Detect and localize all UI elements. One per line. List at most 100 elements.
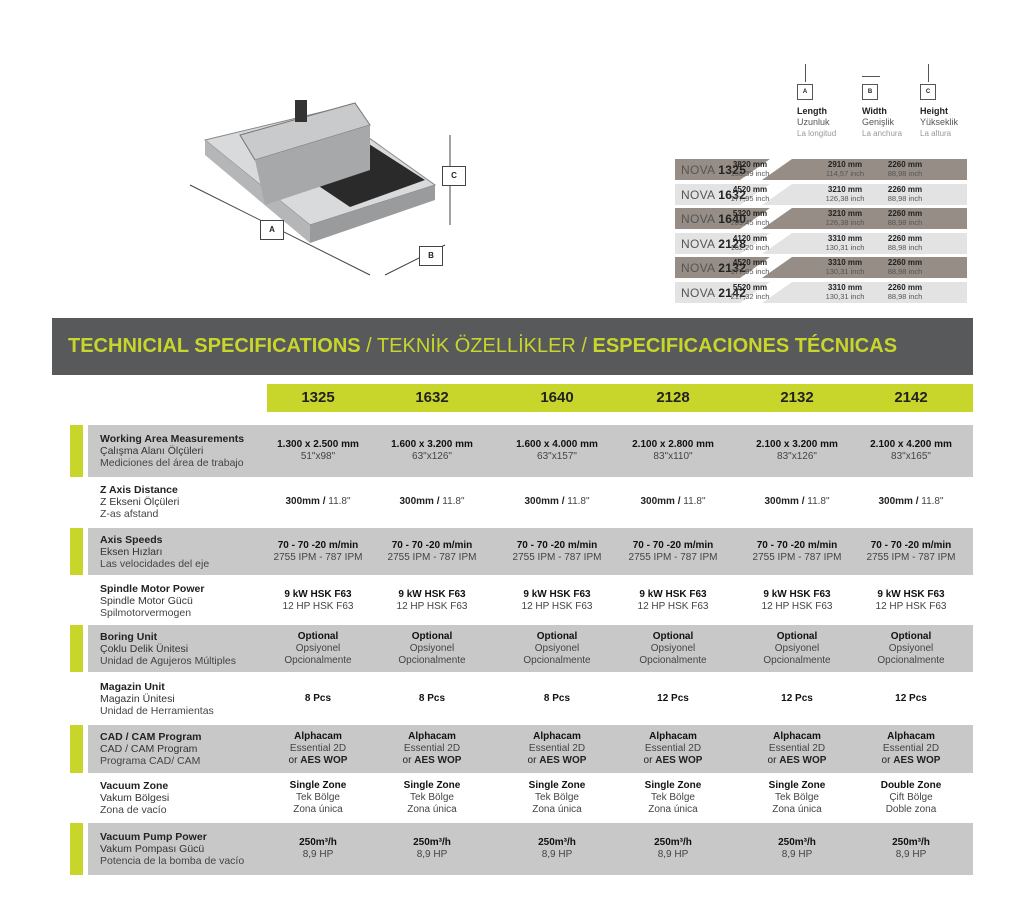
spec-value-line: Opcionalmente xyxy=(398,654,466,666)
spec-value-line: 9 kW HSK F63 xyxy=(284,588,352,600)
spec-label-line: Potencia de la bomba de vacío xyxy=(100,855,245,867)
model-header-2128: 2128 xyxy=(656,389,690,406)
dimension-label-a: A xyxy=(260,220,284,240)
spec-label-line: Z Ekseni Ölçüleri xyxy=(100,496,180,508)
spec-value-line: Single Zone xyxy=(403,780,461,791)
spec-value-line: 8,9 HP xyxy=(541,849,573,860)
spec-value-line: 12 Pcs xyxy=(781,692,813,704)
dimension-name-en: Width xyxy=(862,106,887,116)
spec-value-main: AES WOP xyxy=(539,755,587,766)
dimension-name-tr: Genişlik xyxy=(862,117,895,127)
spec-value-line: 51"x98" xyxy=(300,451,336,462)
model-number: 1325 xyxy=(718,163,747,177)
spec-value-line: Single Zone xyxy=(528,780,586,791)
spec-value-line: Optional xyxy=(297,630,339,642)
spec-label-line: Spilmotorvermogen xyxy=(100,606,192,619)
spec-value-sub: 11.8" xyxy=(918,496,944,507)
spec-value-line: Essential 2D xyxy=(644,743,702,754)
spec-value-line: Single Zone xyxy=(289,780,347,791)
spec-value: 12 Pcs xyxy=(737,693,857,705)
spec-value: 8 Pcs xyxy=(258,693,378,705)
spec-value-line: Opsiyonel xyxy=(888,642,934,654)
spec-value: 300mm / 11.8" xyxy=(737,496,857,508)
spec-value-line: 8 Pcs xyxy=(543,692,571,704)
spec-value-main: AES WOP xyxy=(655,755,703,766)
value-inch: 126,38 inch xyxy=(825,193,865,203)
spec-value-line: 70 - 70 -20 m/min xyxy=(632,539,714,551)
spec-label-line: Unidad de Agujeros Múltiples xyxy=(100,654,236,667)
spec-value: 300mm / 11.8" xyxy=(497,496,617,508)
value-inch: 126,38 inch xyxy=(825,218,865,227)
value-inch: 88,98 inch xyxy=(887,242,923,252)
spec-label-line: Programa CAD/ CAM xyxy=(100,755,201,767)
spec-value-line: Doble zona xyxy=(885,804,937,815)
model-prefix: NOVA xyxy=(681,261,715,275)
spec-value-line: Tek Bölge xyxy=(535,792,579,803)
spec-value-sub: 11.8" xyxy=(325,496,351,507)
value-inch: 88,98 inch xyxy=(887,291,923,301)
spec-value-line: Essential 2D xyxy=(768,743,826,754)
spec-value-line: 63"x126" xyxy=(412,451,452,462)
spec-value-main: 300mm / xyxy=(285,496,326,507)
spec-value-line: 9 kW HSK F63 xyxy=(877,588,945,600)
spec-value-line: Çift Bölge xyxy=(889,792,933,803)
spec-value-line: 12 Pcs xyxy=(895,692,927,704)
dimension-label-b: B xyxy=(419,246,443,266)
model-number: 2132 xyxy=(718,261,747,275)
value-inch: 150,39 inch xyxy=(730,169,770,178)
spec-value-line: Essential 2D xyxy=(403,743,461,754)
spec-value-line: 70 - 70 -20 m/min xyxy=(516,539,598,551)
spec-value-line: 9 kW HSK F63 xyxy=(398,588,466,600)
dimension-letter: A xyxy=(797,84,813,100)
model-prefix: NOVA xyxy=(681,212,715,226)
spec-value-line: Essential 2D xyxy=(528,743,586,754)
value-inch: 88,98 inch xyxy=(887,169,923,178)
spec-label-line: Unidad de Herramientas xyxy=(100,704,214,717)
spec-value-main: 300mm / xyxy=(524,496,565,507)
spec-value-line: 12 HP HSK F63 xyxy=(761,600,833,612)
spec-value-line: Single Zone xyxy=(644,780,702,791)
spec-value-line: 300mm / 11.8" xyxy=(258,496,378,508)
spec-label-line: Boring Unit xyxy=(100,630,158,643)
spec-value-line: 83"x126" xyxy=(777,451,817,462)
spec-value-line: Opcionalmente xyxy=(523,654,591,666)
spec-value-sub: 11.8" xyxy=(804,496,830,507)
horizontal-arrow-icon xyxy=(862,62,932,84)
spec-label-line: Las velocidades del eje xyxy=(100,557,210,570)
spec-value-line: or AES WOP xyxy=(402,755,462,766)
spec-value-line: Essential 2D xyxy=(289,743,347,754)
accent-bar xyxy=(70,528,83,575)
spec-value-line: 8,9 HP xyxy=(895,849,927,860)
spec-value-line: Optional xyxy=(411,630,453,642)
spec-value-line: 300mm / 11.8" xyxy=(372,496,492,508)
value-inch: 88,98 inch xyxy=(887,267,923,276)
value-inch: 88,98 inch xyxy=(887,193,923,203)
accent-bar xyxy=(70,625,83,672)
spec-label-line: CAD / CAM Program xyxy=(100,731,202,743)
spec-value-sub: 11.8" xyxy=(439,496,465,507)
model-name: NOVA 2142 xyxy=(681,286,746,300)
spec-value-sub: 11.8" xyxy=(564,496,590,507)
spec-value-line: Opsiyonel xyxy=(534,642,580,654)
value-inch: 177,95 inch xyxy=(730,193,770,203)
spec-value-line: Alphacam xyxy=(773,731,821,742)
